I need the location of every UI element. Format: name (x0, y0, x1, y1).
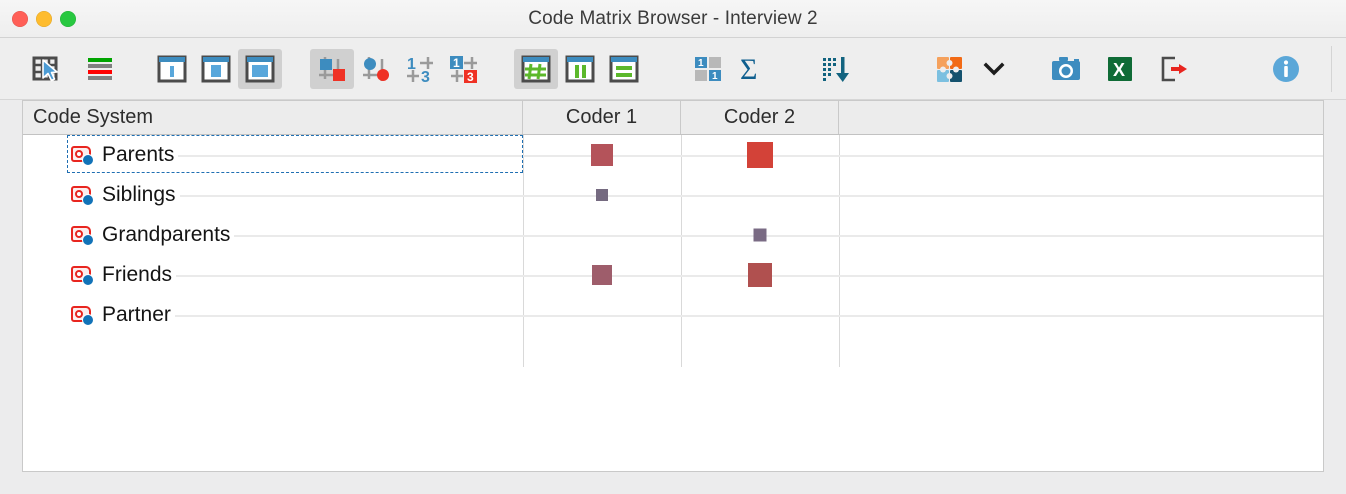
code-icon (71, 305, 95, 326)
row-label[interactable]: Grandparents (23, 223, 523, 247)
minimize-window-button[interactable] (36, 11, 52, 27)
row-label[interactable]: Parents (23, 143, 523, 167)
row-selection-outline (67, 135, 523, 173)
square-symbol-icon[interactable] (310, 48, 354, 89)
svg-text:3: 3 (421, 69, 430, 84)
row-label[interactable]: Friends (23, 263, 523, 287)
code-name: Siblings (102, 183, 180, 207)
matrix-square (747, 142, 773, 168)
number-square-symbol-icon[interactable]: 1 3 (442, 49, 486, 89)
rows-icon[interactable] (602, 49, 646, 89)
svg-text:Σ: Σ (740, 53, 757, 85)
code-icon (71, 265, 95, 286)
open-external-icon[interactable] (1152, 49, 1196, 89)
toolbar-divider (1331, 46, 1332, 92)
row-label[interactable]: Partner (23, 303, 523, 327)
code-name: Friends (102, 263, 177, 287)
table-row[interactable]: Grandparents (23, 215, 1323, 255)
matrix-cell[interactable] (748, 263, 772, 287)
code-icon (71, 225, 95, 246)
matrix-square (596, 189, 608, 201)
symbol-size-medium-icon[interactable] (194, 49, 238, 89)
matrix-cell[interactable] (596, 189, 608, 201)
svg-text:3: 3 (467, 70, 474, 84)
matrix-square (753, 228, 767, 242)
chevron-down-icon[interactable] (972, 49, 1016, 89)
svg-text:1: 1 (698, 58, 704, 69)
symbol-size-large-icon[interactable] (238, 48, 282, 89)
export-puzzle-icon[interactable] (928, 49, 972, 89)
matrix-cell[interactable] (592, 265, 612, 285)
matrix-square (591, 144, 613, 166)
table-row[interactable]: Partner (23, 295, 1323, 335)
code-bars-icon[interactable] (78, 49, 122, 89)
column-rule-2 (681, 135, 682, 367)
symbol-size-small-icon[interactable] (150, 49, 194, 89)
matrix-cell[interactable] (747, 142, 773, 168)
select-table-icon[interactable] (24, 49, 68, 89)
code-icon (71, 145, 95, 166)
svg-text:1: 1 (407, 56, 416, 73)
column-rule-1 (523, 135, 524, 367)
binary-cells-icon[interactable]: 1 1 (686, 49, 730, 89)
column-header-code-system[interactable]: Code System (23, 101, 523, 134)
circle-symbol-icon[interactable] (354, 49, 398, 89)
matrix-cell[interactable] (753, 228, 767, 242)
code-icon (71, 185, 95, 206)
svg-text:1: 1 (712, 71, 718, 82)
code-name: Partner (102, 303, 175, 327)
close-window-button[interactable] (12, 11, 28, 27)
table-header-row: Code System Coder 1 Coder 2 (23, 101, 1323, 135)
column-rule-3 (839, 135, 840, 367)
svg-text:1: 1 (453, 56, 460, 70)
camera-icon[interactable] (1044, 49, 1088, 89)
matrix-cell[interactable] (591, 144, 613, 166)
row-label[interactable]: Siblings (23, 183, 523, 207)
window-title: Code Matrix Browser - Interview 2 (528, 7, 818, 29)
grid-hash-icon[interactable] (514, 48, 558, 89)
number-symbol-icon[interactable]: 1 3 (398, 49, 442, 89)
table-row[interactable]: Friends (23, 255, 1323, 295)
column-header-filler (839, 101, 1323, 134)
maximize-window-button[interactable] (60, 11, 76, 27)
matrix-square (748, 263, 772, 287)
svg-text:X: X (1113, 60, 1125, 80)
info-icon[interactable] (1264, 49, 1308, 89)
table-row[interactable]: Parents (23, 135, 1323, 175)
toolbar: 1 3 1 3 (0, 38, 1346, 100)
sigma-sum-icon[interactable]: Σ (730, 49, 774, 89)
sort-descending-icon[interactable] (814, 49, 858, 89)
code-name: Grandparents (102, 223, 235, 247)
window-controls (12, 11, 76, 27)
excel-export-icon[interactable]: X (1098, 49, 1142, 89)
window-titlebar: Code Matrix Browser - Interview 2 (0, 0, 1346, 38)
columns-icon[interactable] (558, 49, 602, 89)
column-header-coder-1[interactable]: Coder 1 (523, 101, 681, 134)
matrix-square (592, 265, 612, 285)
table-row[interactable]: Siblings (23, 175, 1323, 215)
code-name: Parents (102, 143, 179, 167)
column-header-coder-2[interactable]: Coder 2 (681, 101, 839, 134)
